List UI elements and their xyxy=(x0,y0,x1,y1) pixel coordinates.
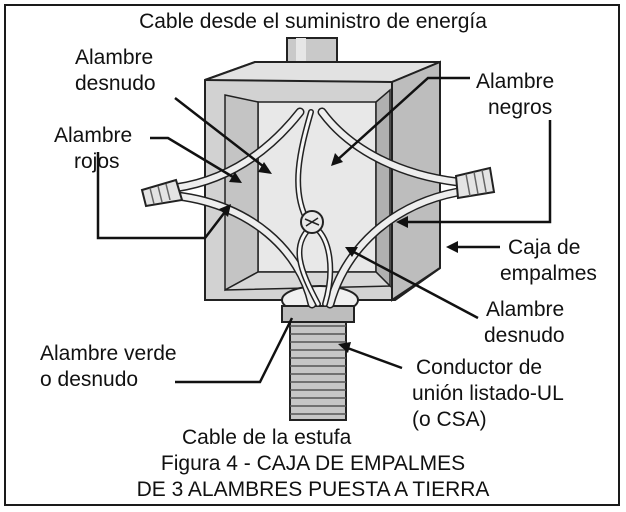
label-bare-wire-top-line1: Alambre xyxy=(75,46,154,69)
label-green-wire-line1: Alambre verde xyxy=(40,342,177,365)
stove-conduit xyxy=(281,305,355,421)
label-conductor-line1: Conductor de xyxy=(416,356,543,379)
label-conductor-line2: unión listado-UL xyxy=(412,382,564,405)
label-junction-box-line2: empalmes xyxy=(500,262,597,285)
label-bare-wire-right-line1: Alambre xyxy=(486,298,565,321)
label-junction-box-line1: Caja de xyxy=(508,236,581,259)
wires xyxy=(170,107,463,309)
figure-frame xyxy=(4,4,620,506)
label-black-wires-line2: negros xyxy=(488,96,553,119)
caption-line-1: Figura 4 - CAJA DE EMPALMES xyxy=(160,452,466,475)
label-bare-wire-top-line2: desnudo xyxy=(75,72,156,95)
label-red-wires-line2: rojos xyxy=(74,150,120,173)
left-wire-nut-icon xyxy=(140,178,184,208)
label-conductor-line3: (o CSA) xyxy=(412,408,487,431)
label-bare-wire-right-line2: desnudo xyxy=(484,324,565,347)
label-stove-cable: Cable de la estufa xyxy=(182,426,352,449)
label-supply-cable: Cable desde el suministro de energía xyxy=(139,10,487,33)
ground-screw-icon xyxy=(300,210,324,234)
right-wire-nut-icon xyxy=(454,166,496,200)
label-black-wires-line1: Alambre xyxy=(476,70,555,93)
label-red-wires-line1: Alambre xyxy=(54,124,133,147)
label-green-wire-line2: o desnudo xyxy=(40,368,139,391)
arrowheads xyxy=(219,153,458,353)
leader-lines xyxy=(96,76,552,384)
caption-line-2: DE 3 ALAMBRES PUESTA A TIERRA xyxy=(136,478,490,501)
